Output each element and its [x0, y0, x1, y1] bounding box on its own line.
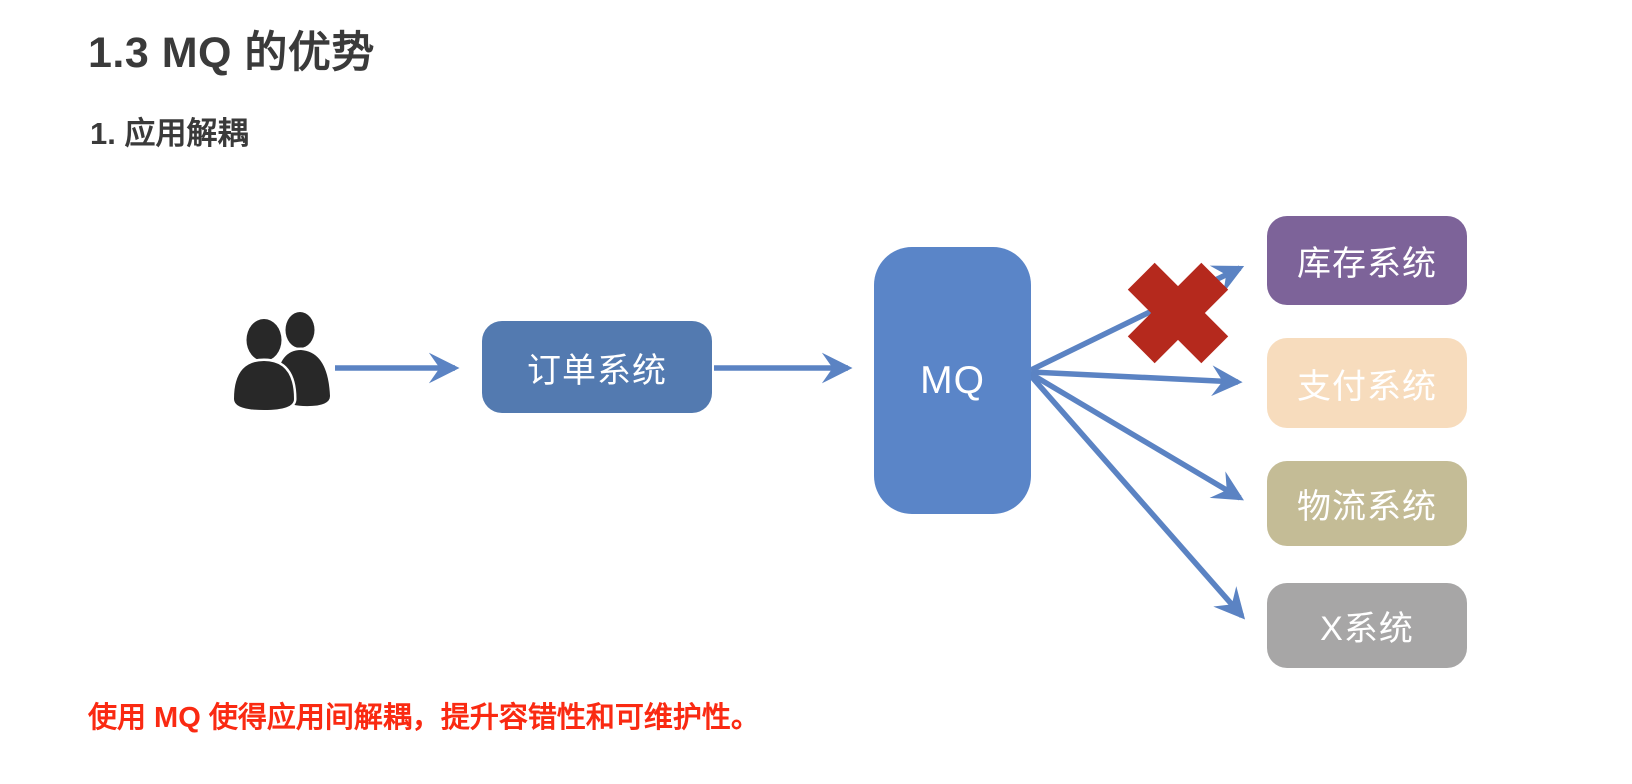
- node-inventory-system: 库存系统: [1267, 216, 1467, 305]
- node-logistics-system-label: 物流系统: [1297, 488, 1437, 526]
- connector-mq-payment: [1030, 365, 1243, 397]
- node-x-system-label: X系统: [1320, 610, 1414, 648]
- node-payment-system-label: 支付系统: [1297, 367, 1437, 406]
- cross-icon: [1127, 262, 1229, 364]
- node-order-system: 订单系统: [482, 321, 712, 413]
- node-mq: MQ: [874, 247, 1031, 514]
- node-logistics-system: 物流系统: [1267, 461, 1467, 546]
- connector-mq-xsystem: [1028, 374, 1246, 620]
- node-inventory-system-label: 库存系统: [1297, 245, 1437, 283]
- node-x-system: X系统: [1267, 583, 1467, 668]
- node-payment-system: 支付系统: [1267, 338, 1467, 428]
- node-order-system-label: 订单系统: [527, 351, 667, 390]
- node-mq-label: MQ: [920, 358, 985, 402]
- users-icon: [231, 309, 333, 413]
- note-text: 使用 MQ 使得应用间解耦，提升容错性和可维护性。: [88, 702, 760, 734]
- section-heading: 1. 应用解耦: [90, 116, 249, 151]
- page-title: 1.3 MQ 的优势: [88, 29, 375, 77]
- connector-mq-logistics: [1029, 371, 1244, 501]
